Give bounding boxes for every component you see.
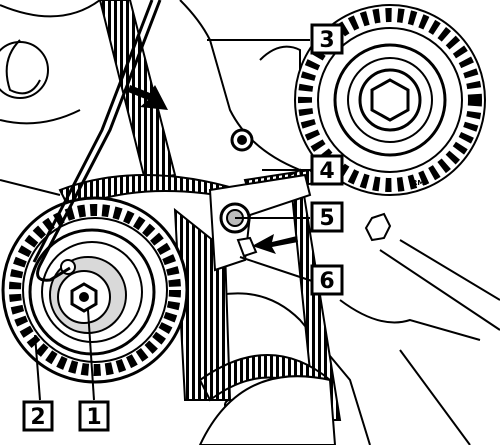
callout-4-label: 4 [319, 159, 334, 184]
callout-3: 3 [310, 23, 344, 55]
locking-tool [32, 0, 162, 282]
callout-2-label: 2 [30, 405, 45, 430]
callout-6: 6 [310, 264, 344, 296]
callout-1: 1 [78, 400, 110, 432]
callout-5: 5 [310, 201, 344, 233]
leader-lines [34, 39, 313, 401]
callout-6-label: 6 [319, 269, 334, 294]
camshaft-bolt-head [370, 78, 410, 122]
callout-1-label: 1 [86, 405, 101, 430]
callout-5-label: 5 [319, 206, 334, 231]
lower-sprocket [198, 375, 337, 445]
callout-3-label: 3 [319, 28, 334, 53]
tensioner-pointer [236, 236, 258, 258]
arrow-pointer-icon [128, 85, 298, 254]
watermark-text: RMI [412, 179, 427, 187]
tensioner-pulley [1, 196, 189, 384]
callout-2: 2 [22, 400, 54, 432]
callout-4: 4 [310, 154, 344, 186]
